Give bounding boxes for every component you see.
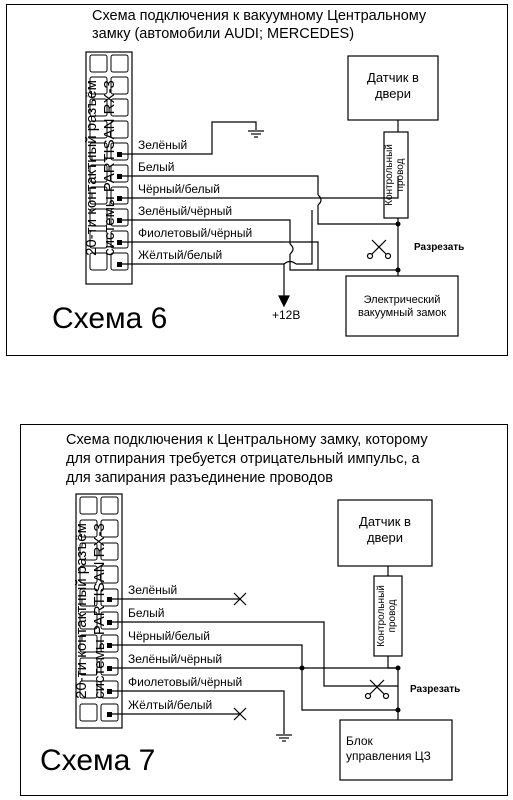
diagram1-cut-label: Разрезать [414, 242, 465, 253]
diagram1-wire-white: Белый [138, 160, 175, 174]
diagram2-connector-pins [79, 496, 119, 722]
diagram1-title-line1: Схема подключения к вакуумному Центральн… [92, 8, 427, 24]
diagram1-schema-label: Схема 6 [52, 302, 168, 335]
diagram2-wire-black-white: Чёрный/белый [128, 629, 210, 643]
diagram1-wiring [85, 51, 459, 337]
diagram2-title-line3: для запирания разъединение проводов [66, 470, 334, 486]
diagram2-wire-yellow-white: Жёлтый/белый [128, 698, 213, 712]
diagram1-plus12v-label: +12В [272, 308, 301, 322]
diagram1-title-line2: замку (автомобили AUDI; MERCEDES) [92, 26, 355, 42]
diagram2-wire-violet-black: Фиолетовый/чёрный [128, 675, 243, 689]
diagram1-wire-violet-black: Фиолетовый/чёрный [138, 226, 253, 240]
diagram2-title-line1: Схема подключения к Центральному замку, … [66, 432, 428, 448]
diagram2-cut-label: Разрезать [410, 684, 461, 695]
diagram2-wire-green-black: Зелёный/чёрный [128, 652, 223, 666]
diagram1-wire-black-white: Чёрный/белый [138, 182, 220, 196]
diagram2-wire-green: Зелёный [128, 583, 178, 597]
diagram2-wire-white: Белый [128, 606, 165, 620]
diagram2-schema-label: Схема 7 [40, 744, 156, 777]
diagram1-wire-yellow-white: Жёлтый/белый [138, 248, 223, 262]
diagram2-title-line2: для отпирания требуется отрицательный им… [66, 451, 420, 467]
diagram1-wire-green: Зелёный [138, 138, 188, 152]
diagram2-scissors-icon [364, 679, 390, 700]
diagram1-connector-pins [89, 54, 129, 271]
diagram1-wire-green-black: Зелёный/чёрный [138, 204, 233, 218]
diagram1-scissors-icon [366, 239, 392, 260]
